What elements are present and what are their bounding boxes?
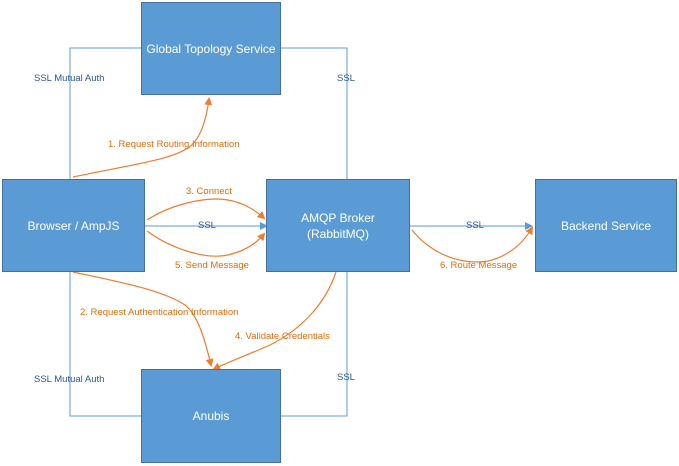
step-4-label: 4. Validate Credentials: [235, 331, 330, 342]
step-1-label: 1. Request Routing Information: [108, 139, 240, 150]
ssl-browser-broker-label: SSL: [198, 220, 216, 231]
ssl-broker-backend-label: SSL: [466, 220, 484, 231]
ssl-mutual-auth-bottom-label: SSL Mutual Auth: [34, 374, 105, 385]
flow-validate-credentials: [212, 271, 337, 370]
anubis-node[interactable]: Anubis: [141, 369, 281, 463]
step-2-label: 2. Request Authentication Information: [80, 307, 239, 318]
backend-service-label: Backend Service: [560, 218, 652, 233]
browser-ampjs-label: Browser / AmpJS: [27, 218, 120, 233]
link-broker-anubis: [281, 272, 348, 417]
global-topology-service-node[interactable]: Global Topology Service: [141, 2, 281, 95]
flow-request-routing: [72, 97, 213, 178]
amqp-broker-node[interactable]: AMQP Broker (RabbitMQ): [266, 179, 410, 272]
anubis-label: Anubis: [192, 409, 230, 423]
step-6-label: 6. Route Message: [440, 260, 518, 271]
global-topology-service-label: Global Topology Service: [146, 41, 276, 56]
step-5-label: 5. Send Message: [175, 260, 249, 271]
ssl-broker-anubis-label: SSL: [337, 372, 355, 383]
backend-service-node[interactable]: Backend Service: [535, 179, 677, 272]
link-browser-topology: [69, 47, 141, 179]
flow-send-message: [146, 230, 266, 257]
flow-route-message: [411, 226, 534, 263]
rabbitmq-label: (RabbitMQ): [306, 226, 369, 241]
flow-connect: [146, 198, 266, 221]
ssl-topology-broker-label: SSL: [337, 73, 355, 84]
link-topology-broker: [281, 47, 348, 179]
amqp-broker-label: AMQP Broker: [301, 210, 375, 225]
flow-request-authentication: [72, 271, 214, 367]
step-3-label: 3. Connect: [186, 186, 232, 197]
browser-ampjs-node[interactable]: Browser / AmpJS: [2, 179, 145, 272]
link-browser-anubis: [69, 272, 141, 417]
ssl-mutual-auth-top-label: SSL Mutual Auth: [34, 73, 105, 84]
